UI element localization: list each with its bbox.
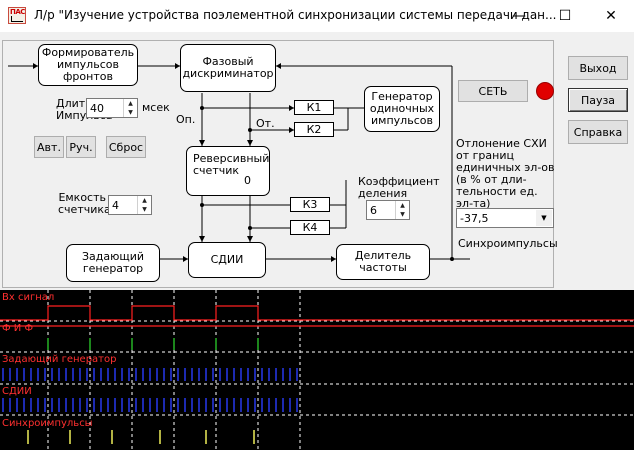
pause-button[interactable]: Пауза (568, 88, 628, 112)
oscilloscope-panel: Вх сигнал Ф И Ф Задающий генератор СДИИ … (0, 290, 634, 450)
counter-capacity-value[interactable]: 4 (112, 199, 119, 212)
single-pulse-generator-block: Генератор одиночных импульсов (364, 86, 440, 132)
spin-down-icon[interactable]: ▼ (400, 211, 405, 218)
pulse-duration-spinner[interactable]: 40 ▲ ▼ (86, 98, 138, 118)
counter-capacity-spinner[interactable]: 4 ▲ ▼ (108, 195, 152, 215)
help-button[interactable]: Справка (568, 120, 628, 144)
scope-label-master-gen: Задающий генератор (2, 354, 117, 365)
spin-up-icon[interactable]: ▲ (400, 202, 405, 209)
spin-up-icon[interactable]: ▲ (142, 197, 147, 204)
sdii-block: СДИИ (188, 242, 266, 278)
title-bar: ПАС Л/р "Изучение устройства поэлементно… (0, 0, 634, 32)
reversible-counter-block: Реверсивный счетчик (186, 146, 270, 196)
key-k4: К4 (290, 220, 330, 235)
scope-label-sdii: СДИИ (2, 386, 32, 397)
chevron-down-icon[interactable]: ▼ (536, 210, 552, 226)
phase-discriminator-block: Фазовый дискриминатор (180, 44, 276, 92)
diagram-frame (2, 40, 554, 288)
network-button[interactable]: СЕТЬ (458, 80, 528, 102)
spin-up-icon[interactable]: ▲ (128, 100, 133, 107)
counter-value: 0 (244, 174, 251, 187)
oscilloscope-traces (0, 290, 634, 450)
window-title: Л/р "Изучение устройства поэлементной си… (34, 8, 557, 22)
reversible-counter-label: Реверсивный счетчик (193, 152, 270, 177)
network-led-indicator (536, 82, 554, 100)
input-signal-trace (0, 305, 634, 321)
master-generator-block: Задающий генератор (66, 244, 160, 282)
close-icon[interactable]: ✕ (605, 8, 617, 24)
frequency-divider-block: Делитель частоты (336, 244, 430, 280)
ot-label: От. (256, 117, 275, 130)
key-k1: К1 (294, 100, 334, 115)
division-coef-spinner[interactable]: 6 ▲ ▼ (366, 200, 410, 220)
spin-down-icon[interactable]: ▼ (142, 206, 147, 213)
msec-label: мсек (142, 101, 170, 114)
deviation-select[interactable]: -37,5 ▼ (456, 208, 554, 228)
spin-down-icon[interactable]: ▼ (128, 109, 133, 116)
minimize-icon[interactable]: — (512, 8, 526, 24)
counter-capacity-label: Емкость счетчика (58, 191, 111, 216)
division-coef-label: Коэффициент деления (358, 175, 440, 200)
maximize-icon[interactable]: ☐ (558, 8, 572, 24)
sync-pulses-label: Синхроимпульсы (458, 237, 558, 250)
app-icon[interactable]: ПАС (8, 7, 26, 24)
client-area: Формирователь импульсов фронтов Фазовый … (0, 32, 634, 450)
scope-label-fif: Ф И Ф (2, 323, 34, 334)
pulse-duration-value[interactable]: 40 (90, 102, 104, 115)
division-coef-value[interactable]: 6 (370, 204, 377, 217)
block-diagram: Формирователь импульсов фронтов Фазовый … (0, 32, 634, 290)
scope-grid (0, 290, 634, 450)
reset-button[interactable]: Сброс (106, 136, 146, 158)
pulse-duration-label: Длит. Импульса (56, 97, 113, 122)
scope-label-sync: Синхроимпульсы (2, 418, 93, 429)
shaper-block: Формирователь импульсов фронтов (38, 44, 138, 86)
manual-button[interactable]: Руч. (66, 136, 96, 158)
key-k3: К3 (290, 197, 330, 212)
auto-button[interactable]: Авт. (34, 136, 64, 158)
deviation-label: Отлонение СХИ от границ единичных эл-ов … (456, 137, 555, 210)
key-k2: К2 (294, 122, 334, 137)
exit-button[interactable]: Выход (568, 56, 628, 80)
diagram-wires (8, 63, 470, 262)
scope-label-input: Вх сигнал (2, 292, 55, 303)
deviation-value[interactable]: -37,5 (460, 212, 489, 225)
op-label: Оп. (176, 113, 196, 126)
